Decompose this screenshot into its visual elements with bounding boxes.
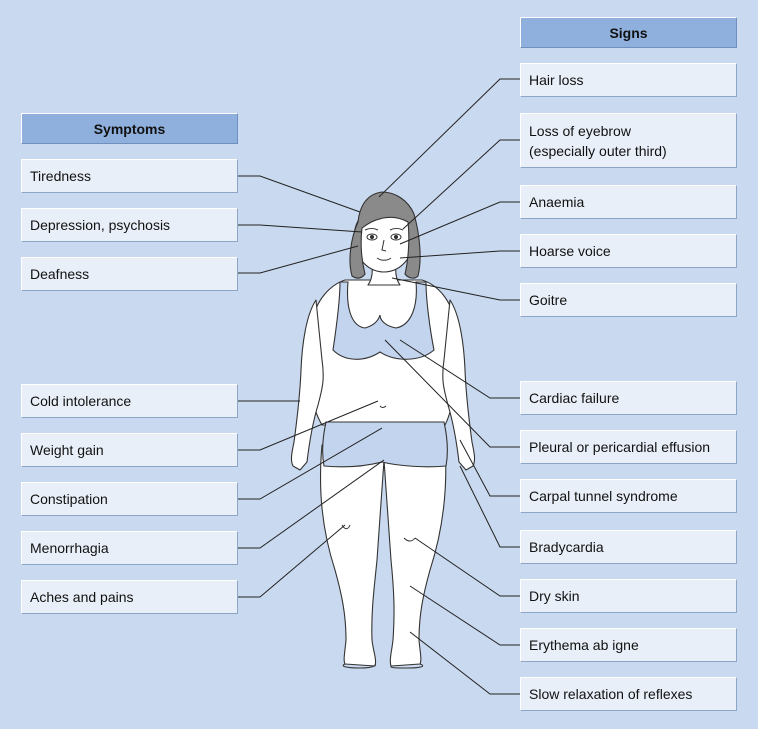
sign-hoarse-voice: Hoarse voice <box>520 234 737 268</box>
leader-bradycardia <box>459 465 520 548</box>
symptoms-header: Symptoms <box>21 113 238 144</box>
sign-dry-skin: Dry skin <box>520 579 737 613</box>
leader-hoarse-voice <box>399 250 520 259</box>
sign-goitre: Goitre <box>520 283 737 317</box>
face <box>364 228 404 261</box>
symptom-aches-and-pains: Aches and pains <box>21 580 238 614</box>
hair <box>349 191 421 279</box>
sign-carpal-tunnel-syndrome: Carpal tunnel syndrome <box>520 479 737 513</box>
leader-lines <box>237 78 520 695</box>
left-arm <box>290 299 324 471</box>
leader-carpal-tunnel <box>459 439 520 497</box>
leader-effusion <box>384 339 520 448</box>
symptom-weight-gain: Weight gain <box>21 433 238 467</box>
sign-slow-relaxation-of-reflexes: Slow relaxation of reflexes <box>520 677 737 711</box>
leader-depression <box>237 224 363 233</box>
body-details <box>341 405 424 669</box>
sign-cardiac-failure: Cardiac failure <box>520 381 737 415</box>
right-arm <box>442 299 476 471</box>
symptom-constipation: Constipation <box>21 482 238 516</box>
shorts <box>322 421 448 468</box>
sign-hair-loss: Hair loss <box>520 63 737 97</box>
sign-bradycardia: Bradycardia <box>520 530 737 564</box>
leader-deafness <box>237 245 359 274</box>
leader-menorrhagia <box>237 459 385 549</box>
sign-erythema-ab-igne: Erythema ab igne <box>520 628 737 662</box>
leader-cardiac-failure <box>399 339 520 399</box>
sign-anaemia: Anaemia <box>520 185 737 219</box>
sign-pleural-pericardial-effusion: Pleural or pericardial effusion <box>520 430 737 464</box>
leader-eyebrow <box>402 139 520 230</box>
sign-loss-of-eyebrow: Loss of eyebrow (especially outer third) <box>520 113 737 168</box>
leader-tiredness <box>237 175 361 213</box>
signs-header: Signs <box>520 17 737 48</box>
symptom-tiredness: Tiredness <box>21 159 238 193</box>
leader-constipation <box>237 427 383 500</box>
leader-hair-loss <box>378 78 520 198</box>
leader-goitre <box>391 277 520 301</box>
symptom-cold-intolerance: Cold intolerance <box>21 384 238 418</box>
symptom-deafness: Deafness <box>21 257 238 291</box>
symptom-depression-psychosis: Depression, psychosis <box>21 208 238 242</box>
right-leg <box>383 444 447 667</box>
leader-weight-gain <box>237 400 379 451</box>
left-leg <box>319 444 385 667</box>
leader-dry-skin <box>414 537 520 597</box>
leader-erythema <box>409 585 520 646</box>
leader-reflexes <box>409 631 520 695</box>
symptom-menorrhagia: Menorrhagia <box>21 531 238 565</box>
leader-anaemia <box>399 201 520 245</box>
bra <box>332 281 435 360</box>
leader-aches <box>237 524 346 598</box>
